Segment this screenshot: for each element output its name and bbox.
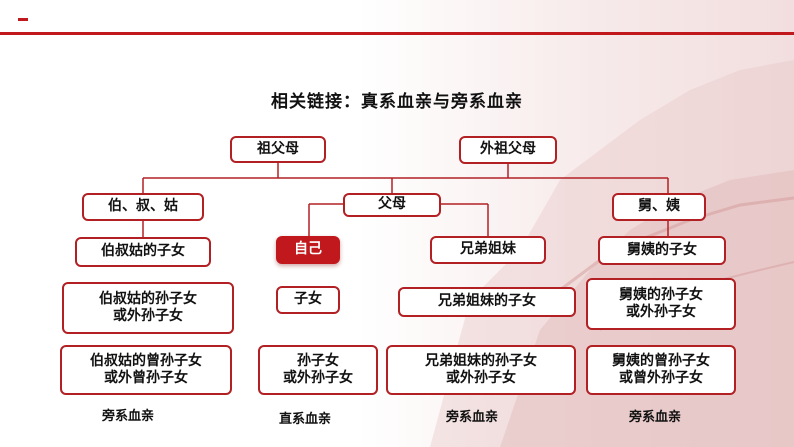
header-accent-mark [18, 18, 28, 21]
node-maternal-uncles-aunts: 舅、姨 [612, 193, 706, 221]
node-maternal-great-grandchildren: 舅姨的曾孙子女或曾外孙子女 [586, 345, 736, 395]
column-label-collateral-paternal: 旁系血亲 [101, 409, 154, 424]
node-paternal-great-grandchildren: 伯叔姑的曾孙子女或外曾孙子女 [60, 345, 232, 395]
node-grandchildren: 孙子女或外孙子女 [258, 345, 378, 395]
node-paternal-cousins: 伯叔姑的子女 [75, 237, 211, 267]
node-self: 自己 [276, 236, 340, 264]
node-sibling-children: 兄弟姐妹的子女 [398, 287, 576, 317]
node-paternal-grandchildren: 伯叔姑的孙子女或外孙子女 [62, 282, 234, 334]
column-label-lineal: 直系血亲 [278, 412, 331, 427]
diagram-title: 相关链接：真系血亲与旁系血亲 [271, 92, 523, 112]
node-paternal-uncles-aunts: 伯、叔、姑 [82, 193, 204, 221]
header-rule [0, 32, 794, 35]
node-maternal-grandchildren: 舅姨的孙子女或外孙子女 [586, 278, 736, 330]
node-maternal-grandparents: 外祖父母 [459, 136, 557, 164]
node-maternal-cousins: 舅姨的子女 [598, 236, 726, 265]
column-label-collateral-siblings: 旁系血亲 [445, 410, 498, 425]
node-siblings: 兄弟姐妹 [430, 236, 546, 264]
node-grandparents: 祖父母 [230, 136, 326, 163]
node-parents: 父母 [343, 193, 441, 217]
node-children: 子女 [276, 286, 340, 314]
column-label-collateral-maternal: 旁系血亲 [628, 410, 681, 425]
node-sibling-grandchildren: 兄弟姐妹的孙子女或外孙子女 [386, 345, 576, 395]
